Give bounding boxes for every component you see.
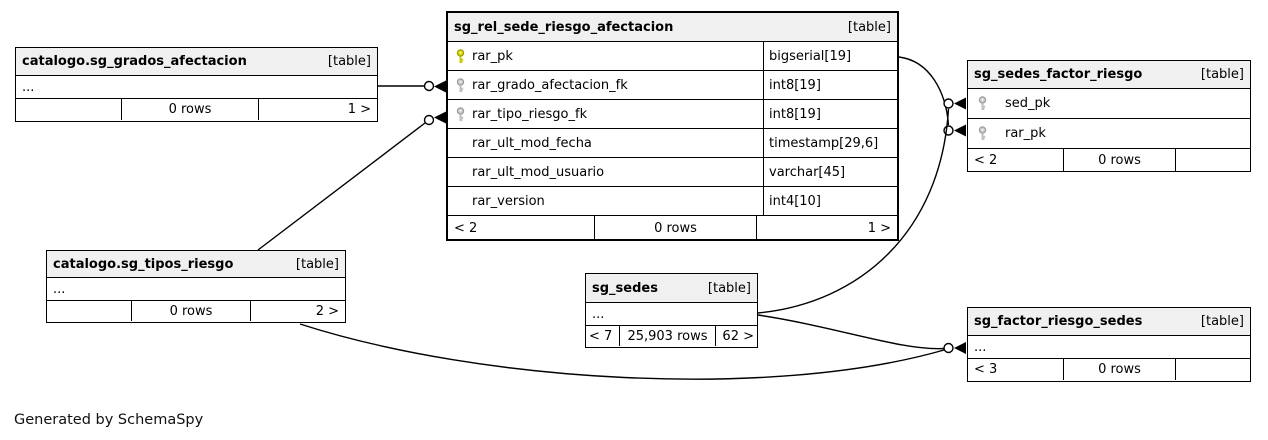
table-footer: < 3 0 rows bbox=[968, 359, 1250, 380]
column-row: sed_pk bbox=[968, 89, 1250, 119]
collapsed-columns-row: ... bbox=[47, 278, 345, 301]
table-footer: < 2 0 rows bbox=[968, 149, 1250, 172]
column-name: rar_ult_mod_usuario bbox=[472, 164, 605, 180]
table-header[interactable]: sg_rel_sede_riesgo_afectacion [table] bbox=[448, 13, 897, 42]
row-count: 25,903 rows bbox=[619, 326, 716, 346]
collapsed-columns-row: ... bbox=[968, 336, 1250, 359]
table-footer: 0 rows 2 > bbox=[47, 301, 345, 321]
table-header[interactable]: sg_sedes_factor_riesgo [table] bbox=[968, 61, 1250, 89]
foreign-key-icon bbox=[978, 96, 987, 111]
row-count: 0 rows bbox=[1063, 149, 1176, 172]
rel-main-to-sedes-factor bbox=[898, 56, 966, 137]
row-count: 0 rows bbox=[121, 99, 259, 120]
table-sg-sedes: sg_sedes [table] ... < 7 25,903 rows 62 … bbox=[585, 273, 758, 348]
column-name: rar_grado_afectacion_fk bbox=[472, 77, 628, 93]
column-row: rar_pk bbox=[968, 119, 1250, 149]
column-name: rar_version bbox=[472, 193, 545, 209]
table-header[interactable]: sg_sedes [table] bbox=[586, 274, 757, 303]
table-sg-sedes-factor-riesgo: sg_sedes_factor_riesgo [table] sed_pk ra… bbox=[967, 60, 1251, 172]
table-catalogo-sg-tipos-riesgo: catalogo.sg_tipos_riesgo [table] ... 0 r… bbox=[46, 250, 346, 323]
column-type: timestamp[29,6] bbox=[763, 129, 897, 157]
table-type-tag: [table] bbox=[295, 256, 339, 272]
table-type-tag: [table] bbox=[847, 19, 891, 35]
column-row: rar_grado_afectacion_fk int8[19] bbox=[448, 71, 897, 100]
pager-prev: < 3 bbox=[974, 362, 998, 377]
column-name: rar_pk bbox=[1005, 126, 1046, 141]
rel-grados-to-main bbox=[378, 80, 446, 93]
pager-next: 1 > bbox=[347, 102, 371, 117]
column-row: rar_version int4[10] bbox=[448, 187, 897, 216]
generated-by-note: Generated by SchemaSpy bbox=[14, 412, 204, 428]
table-footer: < 2 0 rows 1 > bbox=[448, 216, 897, 240]
column-name: sed_pk bbox=[1005, 96, 1051, 111]
pager-prev bbox=[16, 99, 121, 120]
column-name: rar_pk bbox=[472, 48, 513, 64]
collapsed-columns-row: ... bbox=[16, 76, 377, 99]
table-sg-rel-sede-riesgo-afectacion: sg_rel_sede_riesgo_afectacion [table] ra… bbox=[446, 11, 899, 241]
table-catalogo-sg-grados-afectacion: catalogo.sg_grados_afectacion [table] ..… bbox=[15, 47, 378, 122]
table-header[interactable]: sg_factor_riesgo_sedes [table] bbox=[968, 308, 1250, 336]
column-row: rar_ult_mod_fecha timestamp[29,6] bbox=[448, 129, 897, 158]
column-row: rar_pk bigserial[19] bbox=[448, 42, 897, 71]
column-type: varchar[45] bbox=[763, 158, 897, 186]
primary-key-icon bbox=[456, 48, 465, 64]
foreign-key-icon bbox=[456, 77, 465, 93]
table-type-tag: [table] bbox=[327, 54, 371, 69]
table-type-tag: [table] bbox=[707, 280, 751, 296]
table-title[interactable]: sg_factor_riesgo_sedes bbox=[974, 314, 1143, 329]
column-row: rar_tipo_riesgo_fk int8[19] bbox=[448, 100, 897, 129]
column-row: rar_ult_mod_usuario varchar[45] bbox=[448, 158, 897, 187]
table-type-tag: [table] bbox=[1200, 67, 1244, 82]
pager-next bbox=[1176, 149, 1250, 172]
pager-prev: < 7 bbox=[589, 328, 613, 344]
pager-prev: < 2 bbox=[974, 153, 998, 168]
rel-tipos-to-main bbox=[257, 111, 446, 251]
table-title[interactable]: catalogo.sg_tipos_riesgo bbox=[53, 256, 234, 272]
pager-next bbox=[1176, 359, 1250, 380]
table-title[interactable]: sg_sedes_factor_riesgo bbox=[974, 67, 1143, 82]
pager-next: 62 > bbox=[722, 328, 754, 344]
table-title[interactable]: sg_rel_sede_riesgo_afectacion bbox=[454, 19, 674, 35]
table-sg-factor-riesgo-sedes: sg_factor_riesgo_sedes [table] ... < 3 0… bbox=[967, 307, 1251, 382]
table-footer: < 7 25,903 rows 62 > bbox=[586, 326, 757, 346]
row-count: 0 rows bbox=[131, 301, 251, 321]
table-footer: 0 rows 1 > bbox=[16, 99, 377, 120]
table-header[interactable]: catalogo.sg_tipos_riesgo [table] bbox=[47, 251, 345, 278]
rel-sedes-to-factor-sedes bbox=[757, 314, 966, 354]
foreign-key-icon bbox=[456, 106, 465, 122]
pager-prev: < 2 bbox=[454, 220, 478, 236]
column-type: int4[10] bbox=[763, 187, 897, 215]
table-type-tag: [table] bbox=[1200, 314, 1244, 329]
column-type: int8[19] bbox=[763, 100, 897, 128]
column-type: bigserial[19] bbox=[763, 42, 897, 70]
table-title[interactable]: catalogo.sg_grados_afectacion bbox=[22, 54, 247, 69]
row-count: 0 rows bbox=[1063, 359, 1176, 380]
column-name: rar_ult_mod_fecha bbox=[472, 135, 592, 151]
column-type: int8[19] bbox=[763, 71, 897, 99]
foreign-key-icon bbox=[978, 126, 987, 141]
table-header[interactable]: catalogo.sg_grados_afectacion [table] bbox=[16, 48, 377, 76]
pager-next: 1 > bbox=[867, 220, 891, 236]
row-count: 0 rows bbox=[594, 216, 757, 240]
table-title[interactable]: sg_sedes bbox=[592, 280, 658, 296]
column-name: rar_tipo_riesgo_fk bbox=[472, 106, 588, 122]
collapsed-columns-row: ... bbox=[586, 303, 757, 326]
pager-next: 2 > bbox=[315, 303, 339, 319]
pager-prev bbox=[47, 301, 131, 321]
